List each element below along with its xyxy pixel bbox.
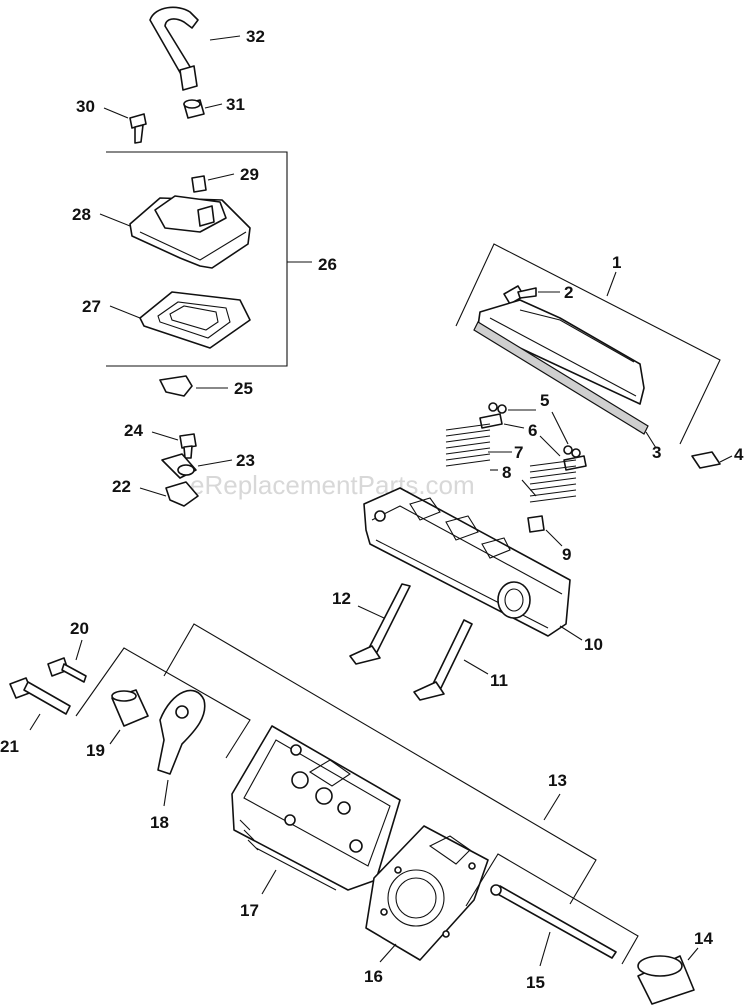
label-18: 18	[150, 813, 169, 832]
part-11-valve	[413, 619, 489, 701]
part-16-head-gasket	[365, 825, 489, 963]
label-22: 22	[112, 477, 131, 496]
label-11: 11	[490, 671, 508, 690]
part-28-valve-cover	[99, 195, 251, 269]
watermark: eReplacementParts.com	[190, 470, 475, 500]
label-6: 6	[528, 421, 537, 440]
label-25: 25	[234, 379, 253, 398]
label-9: 9	[562, 545, 571, 564]
part-19-pin	[109, 689, 149, 745]
part-9-seal	[527, 515, 563, 547]
label-32: 32	[246, 27, 265, 46]
label-27: 27	[82, 297, 101, 316]
label-3: 3	[652, 443, 661, 462]
part-1-cover	[477, 299, 645, 405]
label-15: 15	[526, 973, 545, 992]
part-24-bolt	[151, 431, 197, 459]
label-13: 13	[548, 771, 567, 790]
part-23-bracket	[161, 453, 233, 479]
part-21-bolt	[9, 677, 71, 731]
part-2-screw	[503, 285, 560, 305]
bracket-13	[163, 623, 597, 905]
part-20-screw	[47, 639, 87, 683]
label-24: 24	[124, 421, 143, 440]
part-5-keepers	[488, 402, 581, 458]
part-27-gasket	[109, 291, 251, 349]
bracket-18-19	[75, 647, 251, 759]
label-4: 4	[734, 445, 744, 464]
label-29: 29	[240, 165, 259, 184]
label-21: 21	[0, 737, 19, 756]
label-8: 8	[502, 463, 511, 482]
label-7: 7	[514, 443, 523, 462]
part-30-screw	[103, 107, 147, 144]
label-26: 26	[318, 255, 337, 274]
bracket-1	[455, 243, 721, 445]
label-20: 20	[70, 619, 89, 638]
part-4-pin	[691, 451, 733, 469]
part-17-cylinder-head	[231, 725, 401, 895]
label-5: 5	[540, 391, 549, 410]
label-12: 12	[332, 589, 351, 608]
part-31-clamp	[183, 99, 223, 119]
label-1: 1	[612, 253, 621, 272]
part-14-tappet	[637, 947, 699, 1005]
part-12-valve	[349, 583, 411, 665]
bracket-26	[106, 151, 312, 367]
label-19: 19	[86, 741, 105, 760]
part-18-rocker-arm	[157, 689, 206, 807]
label-31: 31	[226, 95, 245, 114]
part-7-springs	[445, 423, 577, 503]
part-29-grommet	[191, 173, 235, 193]
label-10: 10	[584, 635, 603, 654]
label-17: 17	[240, 901, 259, 920]
part-8-leader	[490, 469, 537, 497]
part-10-rocker-housing	[363, 487, 583, 641]
label-28: 28	[72, 205, 91, 224]
label-16: 16	[364, 967, 383, 986]
label-23: 23	[236, 451, 255, 470]
label-2: 2	[564, 283, 573, 302]
label-30: 30	[76, 97, 95, 116]
part-25-wedge	[159, 375, 228, 397]
part-15-push-rod	[465, 853, 639, 967]
label-14: 14	[694, 929, 713, 948]
part-32-breather-tube	[149, 6, 241, 91]
part-3-gasket	[473, 321, 657, 449]
part-22-plate	[139, 481, 199, 507]
